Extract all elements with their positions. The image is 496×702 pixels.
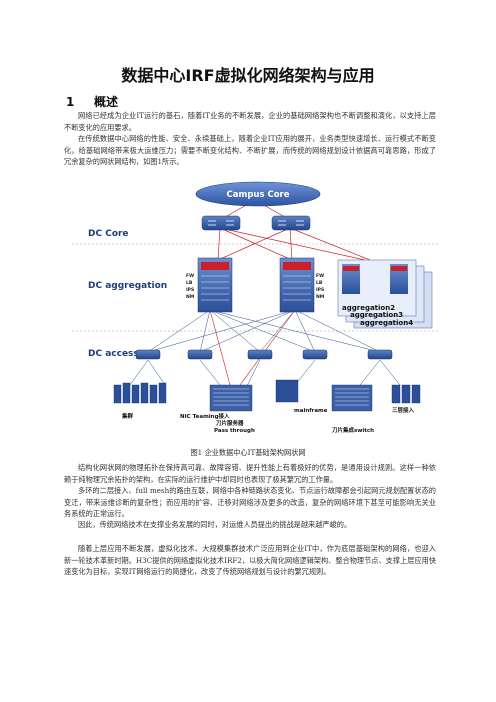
cluster-servers <box>113 382 167 404</box>
module-lb-left: LB <box>186 280 193 286</box>
core-switch-right <box>271 215 311 231</box>
module-nm-right: NM <box>316 294 325 300</box>
paragraph-5: 因此，传统网络技术在支撑业务发展的同时，对运维人员提出的挑战是越来越严峻的。 <box>78 520 352 529</box>
module-lb-right: LB <box>316 280 323 286</box>
access-switches <box>135 349 393 360</box>
aggregation2-label: aggregation2 <box>342 304 395 312</box>
network-diagram: Campus Core DC Core DC aggregation DC ac… <box>72 181 438 434</box>
module-fw-left: FW <box>186 273 194 279</box>
section-number: 1 <box>66 95 75 109</box>
paragraph-3: 结构化网状网的物理拓扑在保持高可靠、故障容错、提升性能上有着极好的优势，是通用设… <box>64 463 436 484</box>
figure-caption: 图1 企业数据中心IT基础架构网状网 <box>190 448 306 457</box>
dc-core-label: DC Core <box>88 229 129 239</box>
mainframe-label: mainframe <box>294 408 328 414</box>
aggregation-chassis-right <box>279 257 315 313</box>
pass-through-label: Pass through <box>214 428 255 434</box>
mainframe-unit <box>275 379 299 403</box>
aggregation-stack-labels: aggregation2 aggregation3 aggregation4 <box>342 304 413 327</box>
module-fw-right: FW <box>316 273 324 279</box>
module-labels-left: FW LB IPS NM <box>186 273 195 300</box>
blade-server-label: 刀片服务器 <box>216 419 244 427</box>
paragraph-1: 网络已经成为企业IT运行的基石，随着IT业务的不断发展，企业的基础网络架构也不断… <box>64 111 436 132</box>
blade-switch-rack <box>331 384 373 412</box>
paragraph-2: 在传统数据中心网络的性能、安全、永续基础上，随着企业IT应用的展开，业务类型快速… <box>64 134 436 166</box>
module-nm-left: NM <box>186 294 195 300</box>
paragraph-6: 随着上层应用不断发展，虚拟化技术、大规模集群技术广泛应用到企业IT中，作为底层基… <box>64 544 436 576</box>
module-ips-left: IPS <box>186 287 194 293</box>
blade-server-rack <box>209 384 253 412</box>
access-links <box>129 309 401 391</box>
aggregation3-label: aggregation3 <box>350 311 403 319</box>
module-labels-right: FW LB IPS NM <box>316 273 325 300</box>
aggregation4-label: aggregation4 <box>360 319 413 327</box>
red-access-links <box>209 309 296 386</box>
blade-switch-label: 刀片集成switch <box>332 426 374 434</box>
section-title: 概述 <box>94 95 119 109</box>
cluster-label: 集群 <box>121 412 134 420</box>
campus-core-cloud <box>195 181 321 207</box>
core-switch-left <box>201 215 241 231</box>
aggregation-chassis-left <box>197 257 233 313</box>
aggregation-stack <box>337 259 433 329</box>
dc-access-label: DC access <box>88 349 139 359</box>
layer3-access-label: 三层接入 <box>392 406 415 414</box>
paragraph-4: 多环的二层接入、full mesh的路由互联，网络中各种链路状态变化、节点运行故… <box>64 486 436 518</box>
dc-aggregation-label: DC aggregation <box>88 281 167 291</box>
layer3-access-servers <box>391 384 421 404</box>
module-ips-right: IPS <box>316 287 324 293</box>
section-heading: 1 概述 <box>66 93 118 110</box>
document-title: 数据中心IRF虚拟化网络架构与应用 <box>121 66 375 85</box>
nic-teaming-label: NIC Teaming接入 <box>180 412 230 420</box>
campus-core-label: Campus Core <box>226 190 289 200</box>
